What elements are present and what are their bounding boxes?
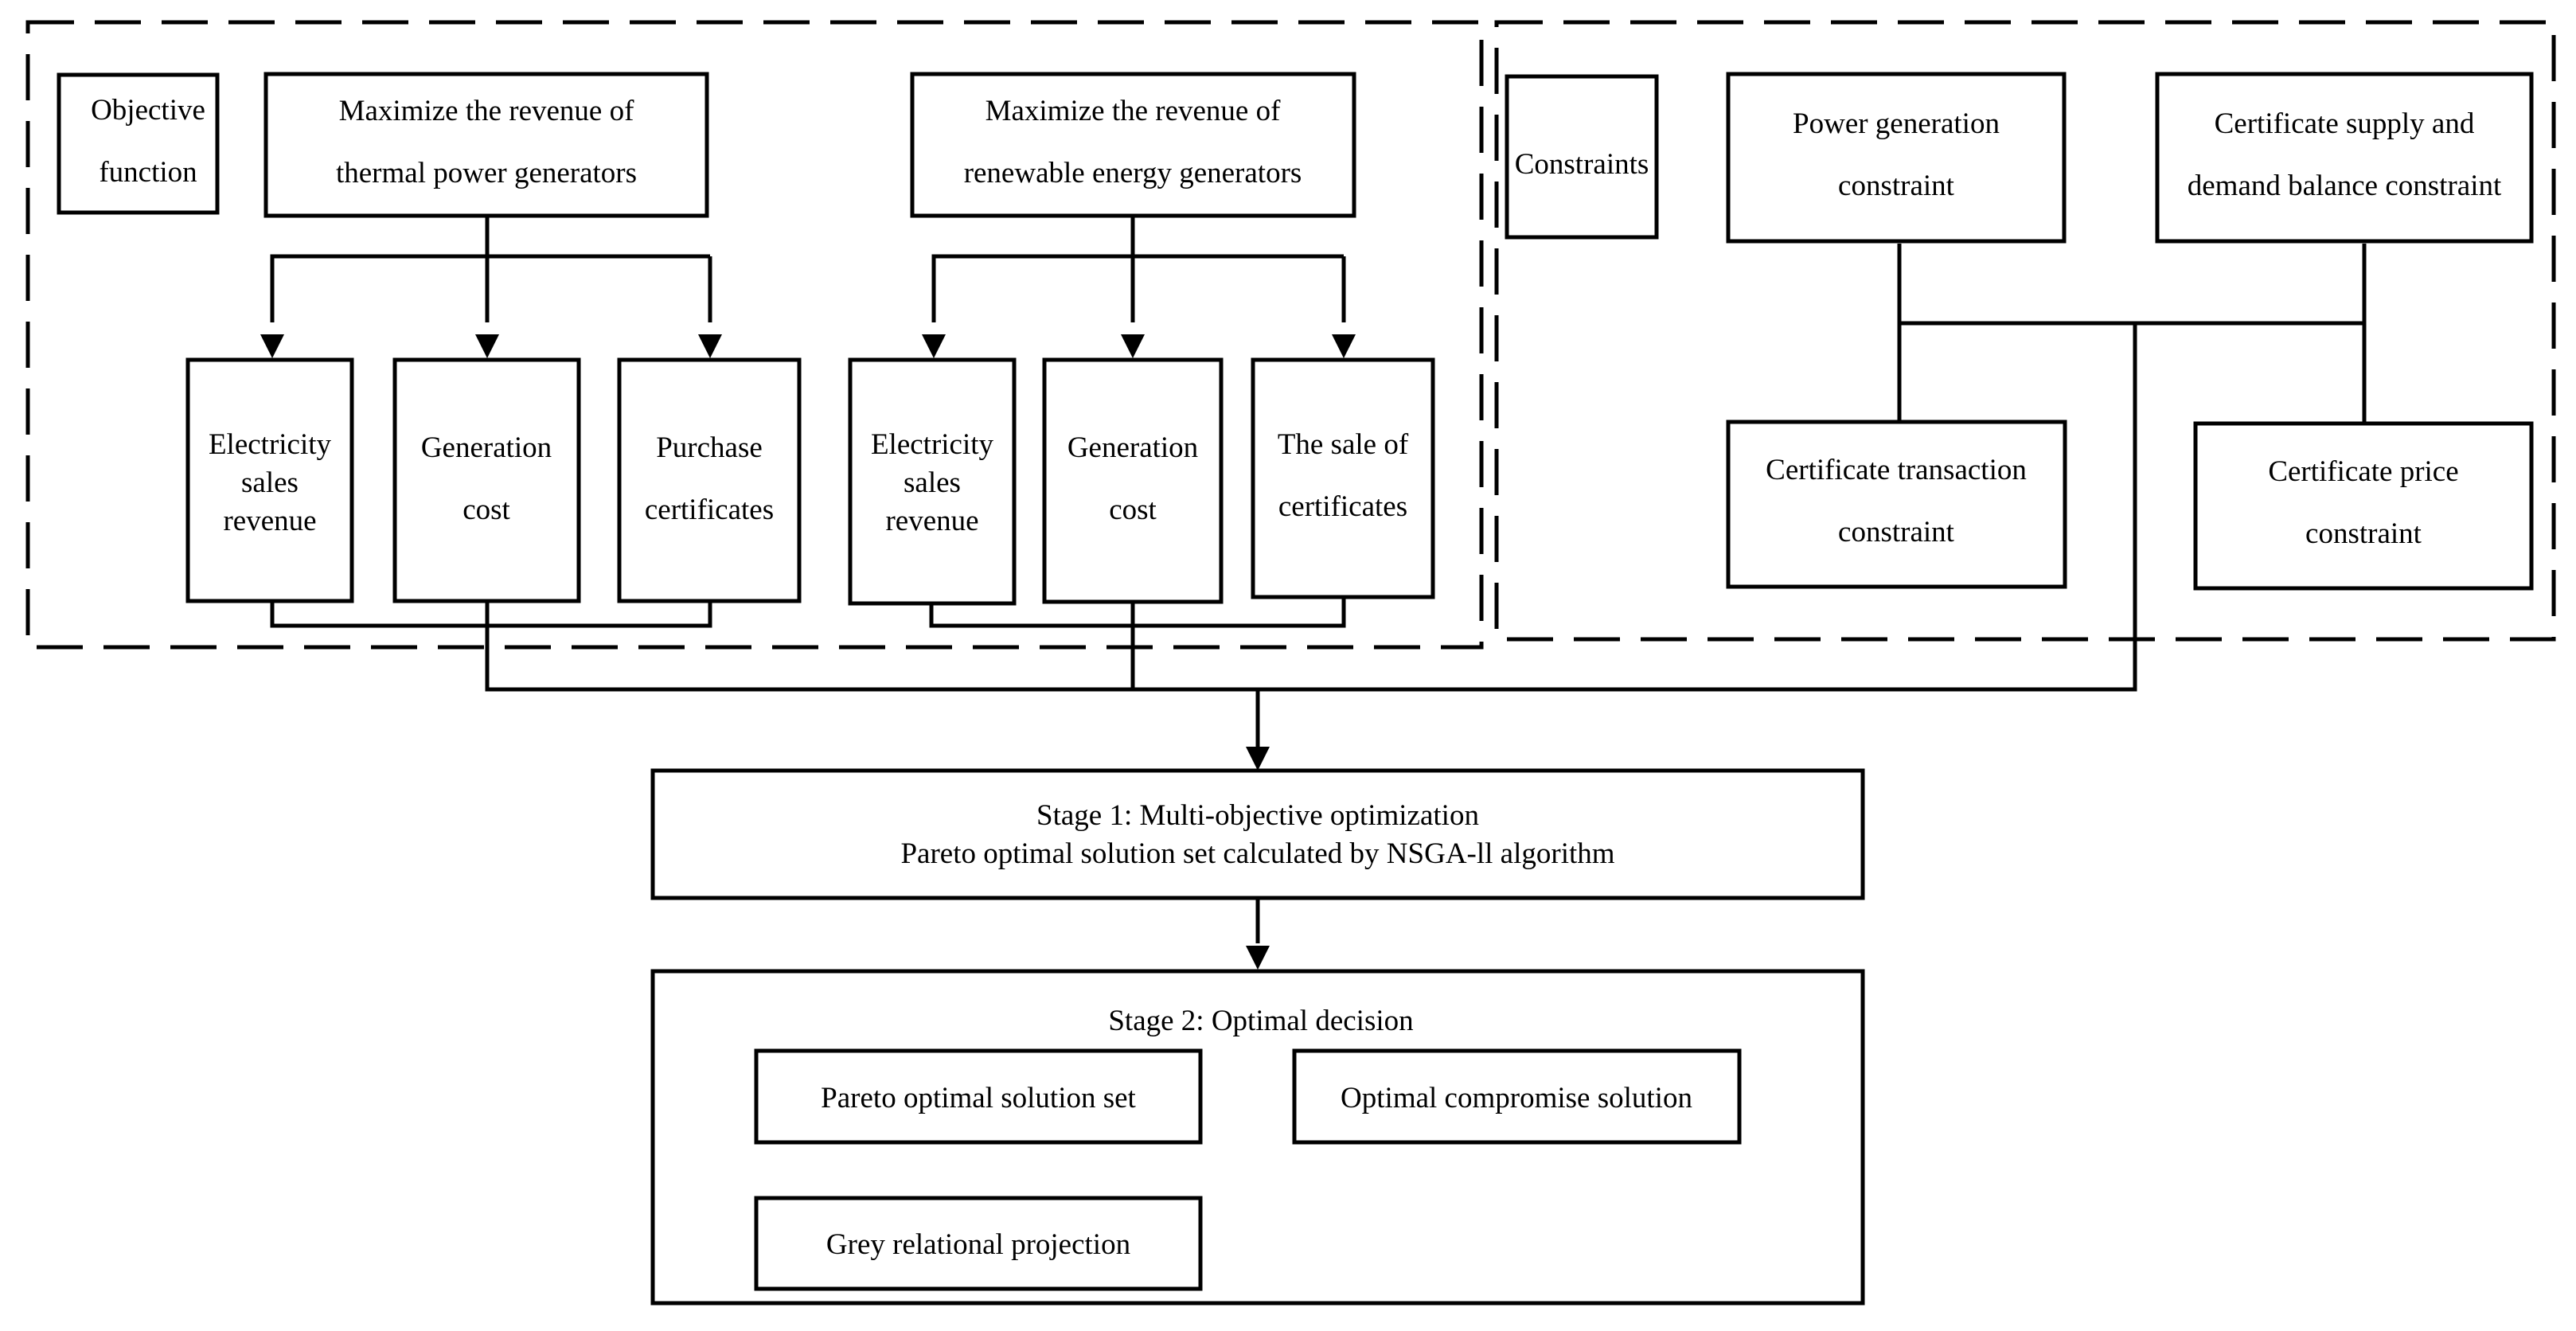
power-gen-line-2: constraint	[1838, 170, 1955, 202]
renewable-item2-line-1: Generation	[1067, 431, 1198, 464]
arrow-renewable-2	[1121, 334, 1145, 358]
renewable-bottom-bracket	[929, 598, 1346, 628]
thermal-branch-line	[270, 217, 490, 322]
certificate-supply-demand-constraint: Certificate supply and demand balance co…	[2155, 72, 2534, 244]
thermal-title-line-1: Maximize the revenue of	[339, 95, 635, 127]
thermal-revenue-box: Maximize the revenue of thermal power ge…	[263, 72, 709, 218]
thermal-item1-line-1: Electricity	[209, 428, 332, 461]
renewable-sale-of-certificates: The sale of certificates	[1251, 357, 1435, 599]
price-line-2: constraint	[2305, 517, 2422, 550]
stage2-title: Stage 2: Optimal decision	[1108, 1005, 1413, 1037]
arrow-thermal-3	[698, 334, 722, 358]
thermal-item1-line-3: revenue	[223, 505, 316, 537]
arrow-to-stage1	[1246, 747, 1270, 771]
thermal-item2-line-1: Generation	[421, 431, 552, 464]
renewable-item1-line-2: sales	[904, 466, 961, 499]
renewable-title-line-2: renewable energy generators	[964, 157, 1302, 189]
stage1-title: Stage 1: Multi-objective optimization	[1036, 799, 1479, 832]
objective-line-2: function	[99, 156, 197, 189]
certificate-transaction-constraint: Certificate transaction constraint	[1726, 420, 2067, 589]
arrow-thermal-1	[260, 334, 284, 358]
objective-function-header: Objective function	[57, 72, 220, 215]
constraints-header: Constraints	[1505, 74, 1659, 240]
thermal-item1-line-2: sales	[241, 466, 299, 499]
renewable-item2-line-2: cost	[1109, 494, 1157, 526]
renewable-item3-line-2: certificates	[1278, 490, 1407, 523]
renewable-item3-line-1: The sale of	[1278, 428, 1409, 461]
supply-demand-line-2: demand balance constraint	[2188, 170, 2502, 202]
renewable-item1-line-3: revenue	[885, 505, 978, 537]
renewable-title-line-1: Maximize the revenue of	[986, 95, 1282, 127]
renewable-generation-cost: Generation cost	[1042, 357, 1224, 604]
supply-demand-line-1: Certificate supply and	[2215, 107, 2475, 140]
pareto-label: Pareto optimal solution set	[821, 1082, 1136, 1114]
thermal-electricity-sales-revenue: Electricity sales revenue	[185, 357, 354, 603]
collector-line	[485, 323, 2137, 692]
thermal-item3-line-1: Purchase	[656, 431, 763, 464]
thermal-bottom-bracket	[270, 602, 712, 628]
arrow-renewable-1	[922, 334, 946, 358]
renewable-electricity-sales-revenue: Electricity sales revenue	[848, 357, 1017, 606]
renewable-revenue-box: Maximize the revenue of renewable energy…	[910, 72, 1356, 218]
pareto-optimal-solution-set: Pareto optimal solution set	[754, 1048, 1203, 1145]
stage1-subtitle: Pareto optimal solution set calculated b…	[900, 837, 1614, 870]
thermal-purchase-certificates: Purchase certificates	[617, 357, 802, 603]
stage1-box: Stage 1: Multi-objective optimization Pa…	[650, 768, 1865, 900]
thermal-item3-line-2: certificates	[645, 494, 774, 526]
transaction-line-2: constraint	[1838, 516, 1955, 548]
arrow-to-stage2	[1246, 946, 1270, 970]
connectors	[270, 217, 2367, 1197]
objective-function-group	[25, 20, 1484, 650]
arrow-renewable-3	[1332, 334, 1356, 358]
constraints-label: Constraints	[1515, 148, 1649, 181]
constraints-group	[1494, 20, 2556, 642]
thermal-item2-line-2: cost	[463, 494, 510, 526]
certificate-price-constraint: Certificate price constraint	[2193, 421, 2534, 591]
arrow-thermal-2	[475, 334, 499, 358]
power-gen-line-1: Power generation	[1793, 107, 2000, 140]
price-line-1: Certificate price	[2268, 455, 2458, 488]
objective-line-1: Objective	[91, 94, 205, 127]
thermal-generation-cost: Generation cost	[392, 357, 581, 603]
grey-label: Grey relational projection	[826, 1228, 1130, 1261]
grey-relational-projection: Grey relational projection	[754, 1196, 1203, 1291]
power-generation-constraint: Power generation constraint	[1726, 72, 2067, 244]
renewable-item1-line-1: Electricity	[871, 428, 994, 461]
thermal-title-line-2: thermal power generators	[336, 157, 637, 189]
renewable-branch-line	[931, 217, 1135, 322]
optimal-label: Optimal compromise solution	[1341, 1082, 1692, 1114]
optimal-compromise-solution: Optimal compromise solution	[1292, 1048, 1742, 1145]
transaction-line-1: Certificate transaction	[1766, 454, 2027, 486]
